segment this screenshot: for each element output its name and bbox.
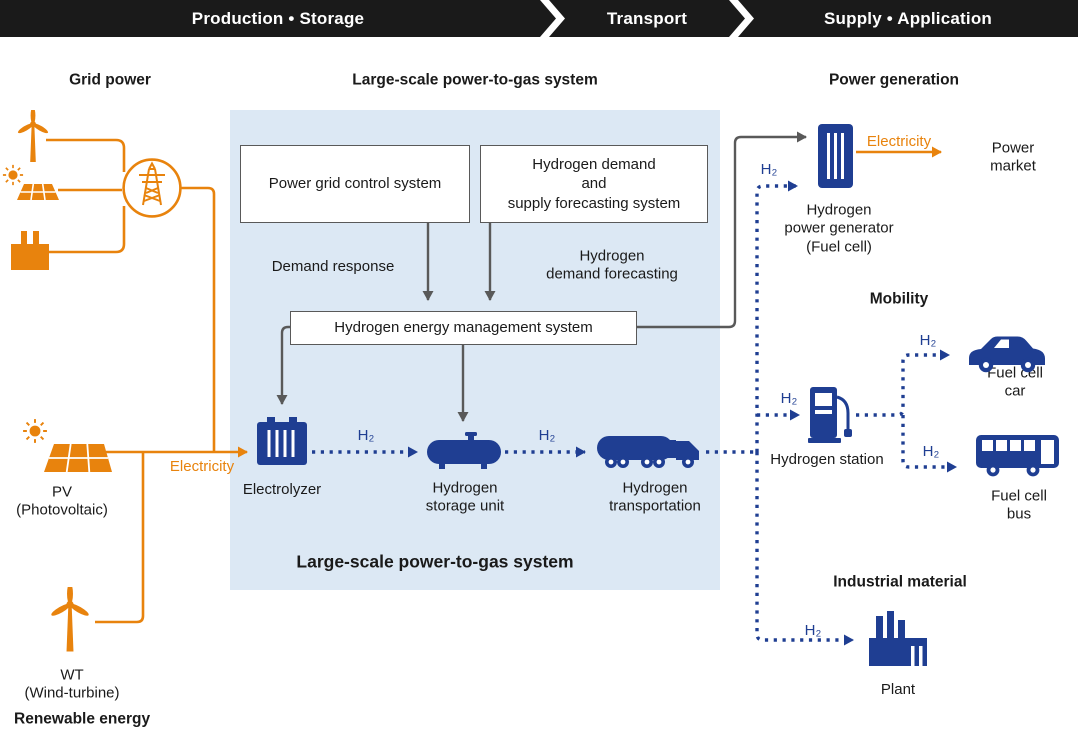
demand-forecasting-label: Hydrogen demand forecasting: [546, 247, 678, 283]
pv-solar-panel-icon: [22, 418, 112, 473]
header-label: Supply • Application: [824, 8, 992, 28]
industrial-material-heading: Industrial material: [833, 573, 967, 591]
h2-label: H₂: [780, 389, 798, 407]
electrolyzer-label: Electrolyzer: [242, 480, 322, 498]
h2-dotted-lines: [312, 180, 957, 646]
energy-management-box: Hydrogen energy management system: [290, 311, 637, 345]
h2-label: H₂: [919, 331, 937, 349]
power-grid-control-box: Power grid control system: [240, 145, 470, 223]
wt-label: WT (Wind-turbine): [24, 666, 120, 702]
p2g-bottom-title: Large-scale power-to-gas system: [296, 551, 574, 572]
hydrogen-truck-icon: [597, 436, 699, 468]
header-label: Transport: [606, 8, 688, 28]
fuel-cell-car-icon: [969, 336, 1045, 373]
h2-label: H₂: [538, 426, 556, 444]
mobility-heading: Mobility: [869, 290, 929, 308]
pv-label: PV (Photovoltaic): [16, 483, 108, 519]
h2-label: H₂: [760, 160, 778, 178]
hydrogen-storage-tank-icon: [427, 432, 501, 469]
wt-wind-turbine-icon: [45, 587, 95, 654]
transmission-tower-icon: [122, 158, 182, 218]
header-section-production-storage: Production • Storage: [0, 0, 556, 37]
forecasting-system-box: Hydrogen demand and supply forecasting s…: [480, 145, 708, 223]
hydrogen-station-label: Hydrogen station: [770, 450, 884, 468]
orange-electricity-lines: [46, 138, 942, 624]
header-label: Production • Storage: [191, 8, 365, 28]
power-market-label: Power market: [990, 139, 1036, 175]
header-section-transport: Transport: [549, 0, 745, 37]
power-generation-heading: Power generation: [828, 71, 960, 89]
gray-control-lines: [276, 131, 807, 422]
hydrogen-station-icon: [808, 387, 852, 443]
p2g-title: Large-scale power-to-gas system: [352, 71, 598, 89]
storage-unit-label: Hydrogen storage unit: [425, 479, 505, 515]
solar-panel-small-icon: [2, 164, 59, 201]
industrial-plant-icon: [869, 611, 927, 666]
header-section-supply-application: Supply • Application: [738, 0, 1078, 37]
h2-label: H₂: [804, 621, 822, 639]
transportation-label: Hydrogen transportation: [609, 479, 701, 515]
fuel-cell-bus-label: Fuel cell bus: [991, 487, 1047, 523]
hydrogen-generator-label: Hydrogen power generator (Fuel cell): [784, 201, 894, 256]
h2-label: H₂: [922, 442, 940, 460]
fuel-cell-generator-icon: [818, 124, 853, 188]
h2-label: H₂: [357, 426, 375, 444]
plant-label: Plant: [880, 680, 916, 698]
demand-response-label: Demand response: [271, 257, 395, 275]
grid-power-heading: Grid power: [69, 71, 151, 89]
electrolyzer-icon: [257, 417, 307, 465]
electricity-in-label: Electricity: [169, 457, 235, 475]
fuel-cell-bus-icon: [976, 435, 1059, 477]
biomass-plant-icon: [11, 231, 49, 270]
renewable-energy-heading: Renewable energy: [14, 710, 151, 728]
electricity-out-label: Electricity: [866, 132, 932, 150]
wind-turbine-small-icon: [13, 110, 53, 164]
